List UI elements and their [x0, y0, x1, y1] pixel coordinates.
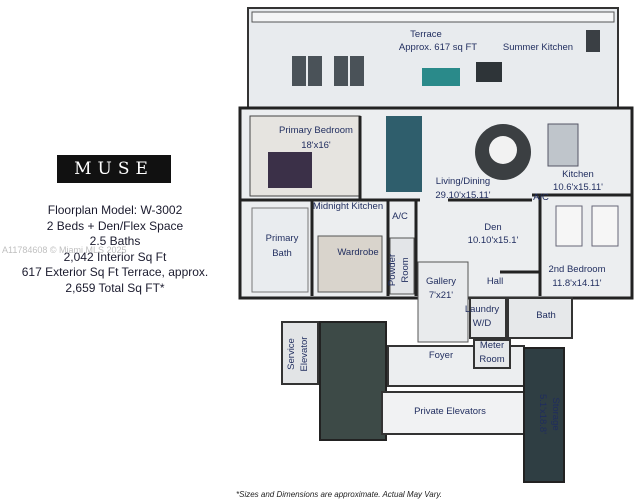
interior-sqft-line: 2,042 Interior Sq Ft — [63, 249, 167, 264]
total-sqft-line: 2,659 Total Sq FT* — [65, 280, 165, 295]
ac-label: A/C — [533, 192, 549, 203]
twin-bed — [555, 205, 583, 247]
twin-bed — [591, 205, 619, 247]
beds-line: 2 Beds + Den/Flex Space — [46, 218, 184, 233]
den-label: Den — [484, 222, 501, 233]
kitchen-island — [547, 123, 579, 167]
lounge-chair — [308, 56, 322, 86]
second-bedroom-label: 2nd Bedroom — [548, 264, 605, 275]
den-dim: 10.10'x15.1' — [468, 235, 519, 246]
living-rug — [386, 116, 422, 192]
baths-line: 2.5 Baths — [89, 234, 141, 248]
storage-label: Storage — [550, 397, 561, 430]
gallery-label: Gallery — [426, 276, 456, 287]
primary-bedroom-label: Primary Bedroom — [279, 125, 353, 136]
primary-bath-label: Bath — [272, 248, 292, 259]
service-elevator-label: Service — [286, 338, 297, 370]
terrace-railing — [251, 11, 615, 23]
primary-bath — [251, 207, 309, 293]
living-dining-dim: 29.10'x15.11' — [435, 190, 490, 201]
lounge-chair — [334, 56, 348, 86]
meter-room-label: Meter — [480, 340, 504, 351]
hall-label: Hall — [487, 276, 503, 287]
lounge-chair — [350, 56, 364, 86]
floorplan-details: Floorplan Model: W-3002 2 Beds + Den/Fle… — [10, 203, 220, 296]
lounge-chair — [292, 56, 306, 86]
primary-bedroom-dim: 18'x16' — [301, 140, 331, 151]
meter-room — [473, 339, 511, 369]
watermark: A11784608 © Miami MLS 2025 — [2, 245, 127, 255]
foyer-label: Foyer — [429, 350, 453, 361]
ac-label: A/C — [392, 211, 408, 222]
terrace-label: Terrace — [410, 29, 442, 40]
footnote: *Sizes and Dimensions are approximate. A… — [236, 490, 443, 499]
dining-table — [489, 136, 517, 164]
meter-room-label: Room — [479, 354, 504, 365]
laundry-wd-label: W/D — [473, 318, 492, 329]
gallery-dim: 7'x21' — [429, 290, 453, 301]
wardrobe — [317, 235, 383, 293]
primary-bed — [268, 152, 312, 188]
private-elevators-label: Private Elevators — [414, 406, 486, 417]
bath-label: Bath — [536, 310, 556, 321]
terrace-area-label: Approx. 617 sq FT — [399, 42, 477, 53]
kitchen-dim: 10.6'x15.11' — [553, 182, 603, 193]
service-elevator — [281, 321, 319, 385]
private-elevators — [381, 391, 525, 435]
living-dining-label: Living/Dining — [436, 176, 490, 187]
wardrobe-label: Wardrobe — [337, 247, 378, 258]
powder-room-label: Powder — [387, 254, 398, 286]
powder-room-label: Room — [400, 257, 411, 282]
storage-dim: 5.1'x18.8' — [537, 394, 548, 434]
exterior-sqft-line: 617 Exterior Sq Ft Terrace, approx. — [21, 265, 209, 279]
summer-kitchen-label: Summer Kitchen — [503, 42, 573, 53]
muse-logo: MUSE — [57, 155, 171, 183]
midnight-kitchen-label: Midnight Kitchen — [313, 201, 383, 212]
laundry — [469, 297, 507, 339]
info-panel: MUSE Floorplan Model: W-3002 2 Beds + De… — [0, 0, 232, 503]
primary-bath-label: Primary — [266, 233, 299, 244]
kitchen-label: Kitchen — [562, 169, 594, 180]
service-lobby — [319, 321, 387, 441]
second-bedroom-dim: 11.8'x14.11' — [552, 278, 601, 289]
laundry-label: Laundry — [465, 304, 500, 315]
terrace-dining-table — [422, 68, 460, 86]
summer-kitchen-grill — [586, 30, 600, 52]
logo-text: MUSE — [74, 159, 154, 179]
powder-room — [389, 237, 415, 295]
summer-kitchen-counter — [476, 62, 502, 82]
service-elevator-label: Elevator — [299, 337, 310, 372]
bath — [507, 297, 573, 339]
storage — [523, 347, 565, 483]
gallery — [417, 261, 469, 343]
model-line: Floorplan Model: W-3002 — [47, 203, 183, 217]
